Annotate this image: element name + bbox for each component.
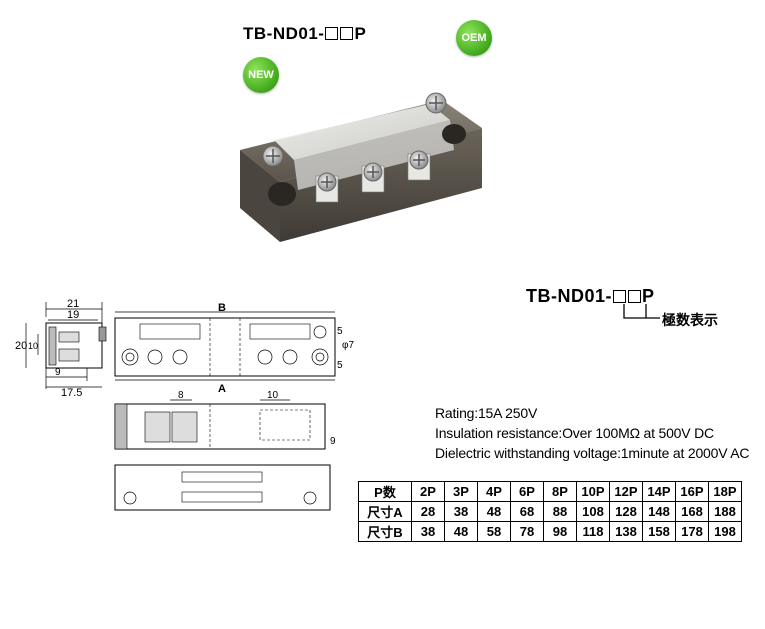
legend-model-prefix: TB-ND01- <box>526 286 613 306</box>
table-header-cell: 2P <box>411 481 445 502</box>
table-cell: 188 <box>708 501 742 522</box>
table-header-cell: 10P <box>576 481 610 502</box>
dim-side-top-width: 21 <box>67 298 79 310</box>
table-header-cell: 6P <box>510 481 544 502</box>
table-cell: 168 <box>675 501 709 522</box>
dim-side-inner-width: 19 <box>67 309 79 321</box>
table-cell: 108 <box>576 501 610 522</box>
table-cell: 78 <box>510 521 544 542</box>
table-header-cell: 14P <box>642 481 676 502</box>
table-cell: 48 <box>477 501 511 522</box>
model-prefix: TB-ND01- <box>243 24 325 43</box>
specifications: Rating:15A 250V Insulation resistance:Ov… <box>435 403 750 463</box>
table-header-cell: 12P <box>609 481 643 502</box>
dim-right-5a: 5 <box>337 326 343 337</box>
table-cell: 38 <box>444 501 478 522</box>
table-header-cell: 3P <box>444 481 478 502</box>
dim-phi: φ7 <box>342 340 354 351</box>
table-cell: 尺寸A <box>358 501 412 522</box>
table-header-cell: 16P <box>675 481 709 502</box>
legend-model-suffix: P <box>642 286 655 306</box>
dim-label-b: B <box>218 302 226 314</box>
front-view-drawing: B A 5 5 φ7 8 10 9 <box>114 302 354 511</box>
table-cell: 尺寸B <box>358 521 412 542</box>
oem-badge: OEM <box>456 20 492 56</box>
product-photo <box>240 92 482 242</box>
table-cell: 128 <box>609 501 643 522</box>
table-cell: 98 <box>543 521 577 542</box>
table-cell: 148 <box>642 501 676 522</box>
table-cell: 68 <box>510 501 544 522</box>
dim-side-inner-height: 10 <box>28 341 38 351</box>
table-cell: 198 <box>708 521 742 542</box>
table-cell: 28 <box>411 501 445 522</box>
table-header-row: P数 2P 3P 4P 6P 8P 10P 12P 14P 16P 18P <box>358 481 742 502</box>
placeholder-box-icon <box>325 27 339 40</box>
table-header-cell: P数 <box>358 481 412 502</box>
table-cell: 38 <box>411 521 445 542</box>
dimension-table: P数 2P 3P 4P 6P 8P 10P 12P 14P 16P 18P 尺寸… <box>358 481 742 542</box>
dim-side-bottom-small: 9 <box>55 367 61 378</box>
dim-right-5b: 5 <box>337 360 343 371</box>
side-view-drawing: 21 19 20 10 9 17.5 <box>15 298 107 397</box>
table-cell: 178 <box>675 521 709 542</box>
dim-side-bottom-width: 17.5 <box>61 387 82 397</box>
model-suffix: P <box>354 24 367 43</box>
table-header-cell: 18P <box>708 481 742 502</box>
table-cell: 118 <box>576 521 610 542</box>
pole-count-label: 極数表示 <box>662 312 718 328</box>
table-cell: 158 <box>642 521 676 542</box>
dim-8: 8 <box>178 390 184 401</box>
table-header-cell: 8P <box>543 481 577 502</box>
product-model-title: TB-ND01- P <box>243 24 366 44</box>
model-legend: TB-ND01- P <box>526 286 655 307</box>
dim-10: 10 <box>267 390 279 401</box>
table-cell: 138 <box>609 521 643 542</box>
dim-9: 9 <box>330 436 336 447</box>
table-cell: 88 <box>543 501 577 522</box>
placeholder-box-icon <box>340 27 354 40</box>
table-header-cell: 4P <box>477 481 511 502</box>
legend-bracket <box>623 304 660 319</box>
placeholder-box-icon <box>613 290 627 303</box>
placeholder-box-icon <box>628 290 642 303</box>
dim-side-height: 20 <box>15 340 27 352</box>
new-badge: NEW <box>243 57 279 93</box>
spec-rating: Rating:15A 250V <box>435 405 538 421</box>
table-row: 尺寸A 28 38 48 68 88 108 128 148 168 188 <box>358 501 742 522</box>
table-cell: 48 <box>444 521 478 542</box>
dim-label-a: A <box>218 383 226 395</box>
spec-dielectric: Dielectric withstanding voltage:1minute … <box>435 445 750 461</box>
table-row: 尺寸B 38 48 58 78 98 118 138 158 178 198 <box>358 521 742 542</box>
table-cell: 58 <box>477 521 511 542</box>
spec-insulation: Insulation resistance:Over 100MΩ at 500V… <box>435 425 714 441</box>
